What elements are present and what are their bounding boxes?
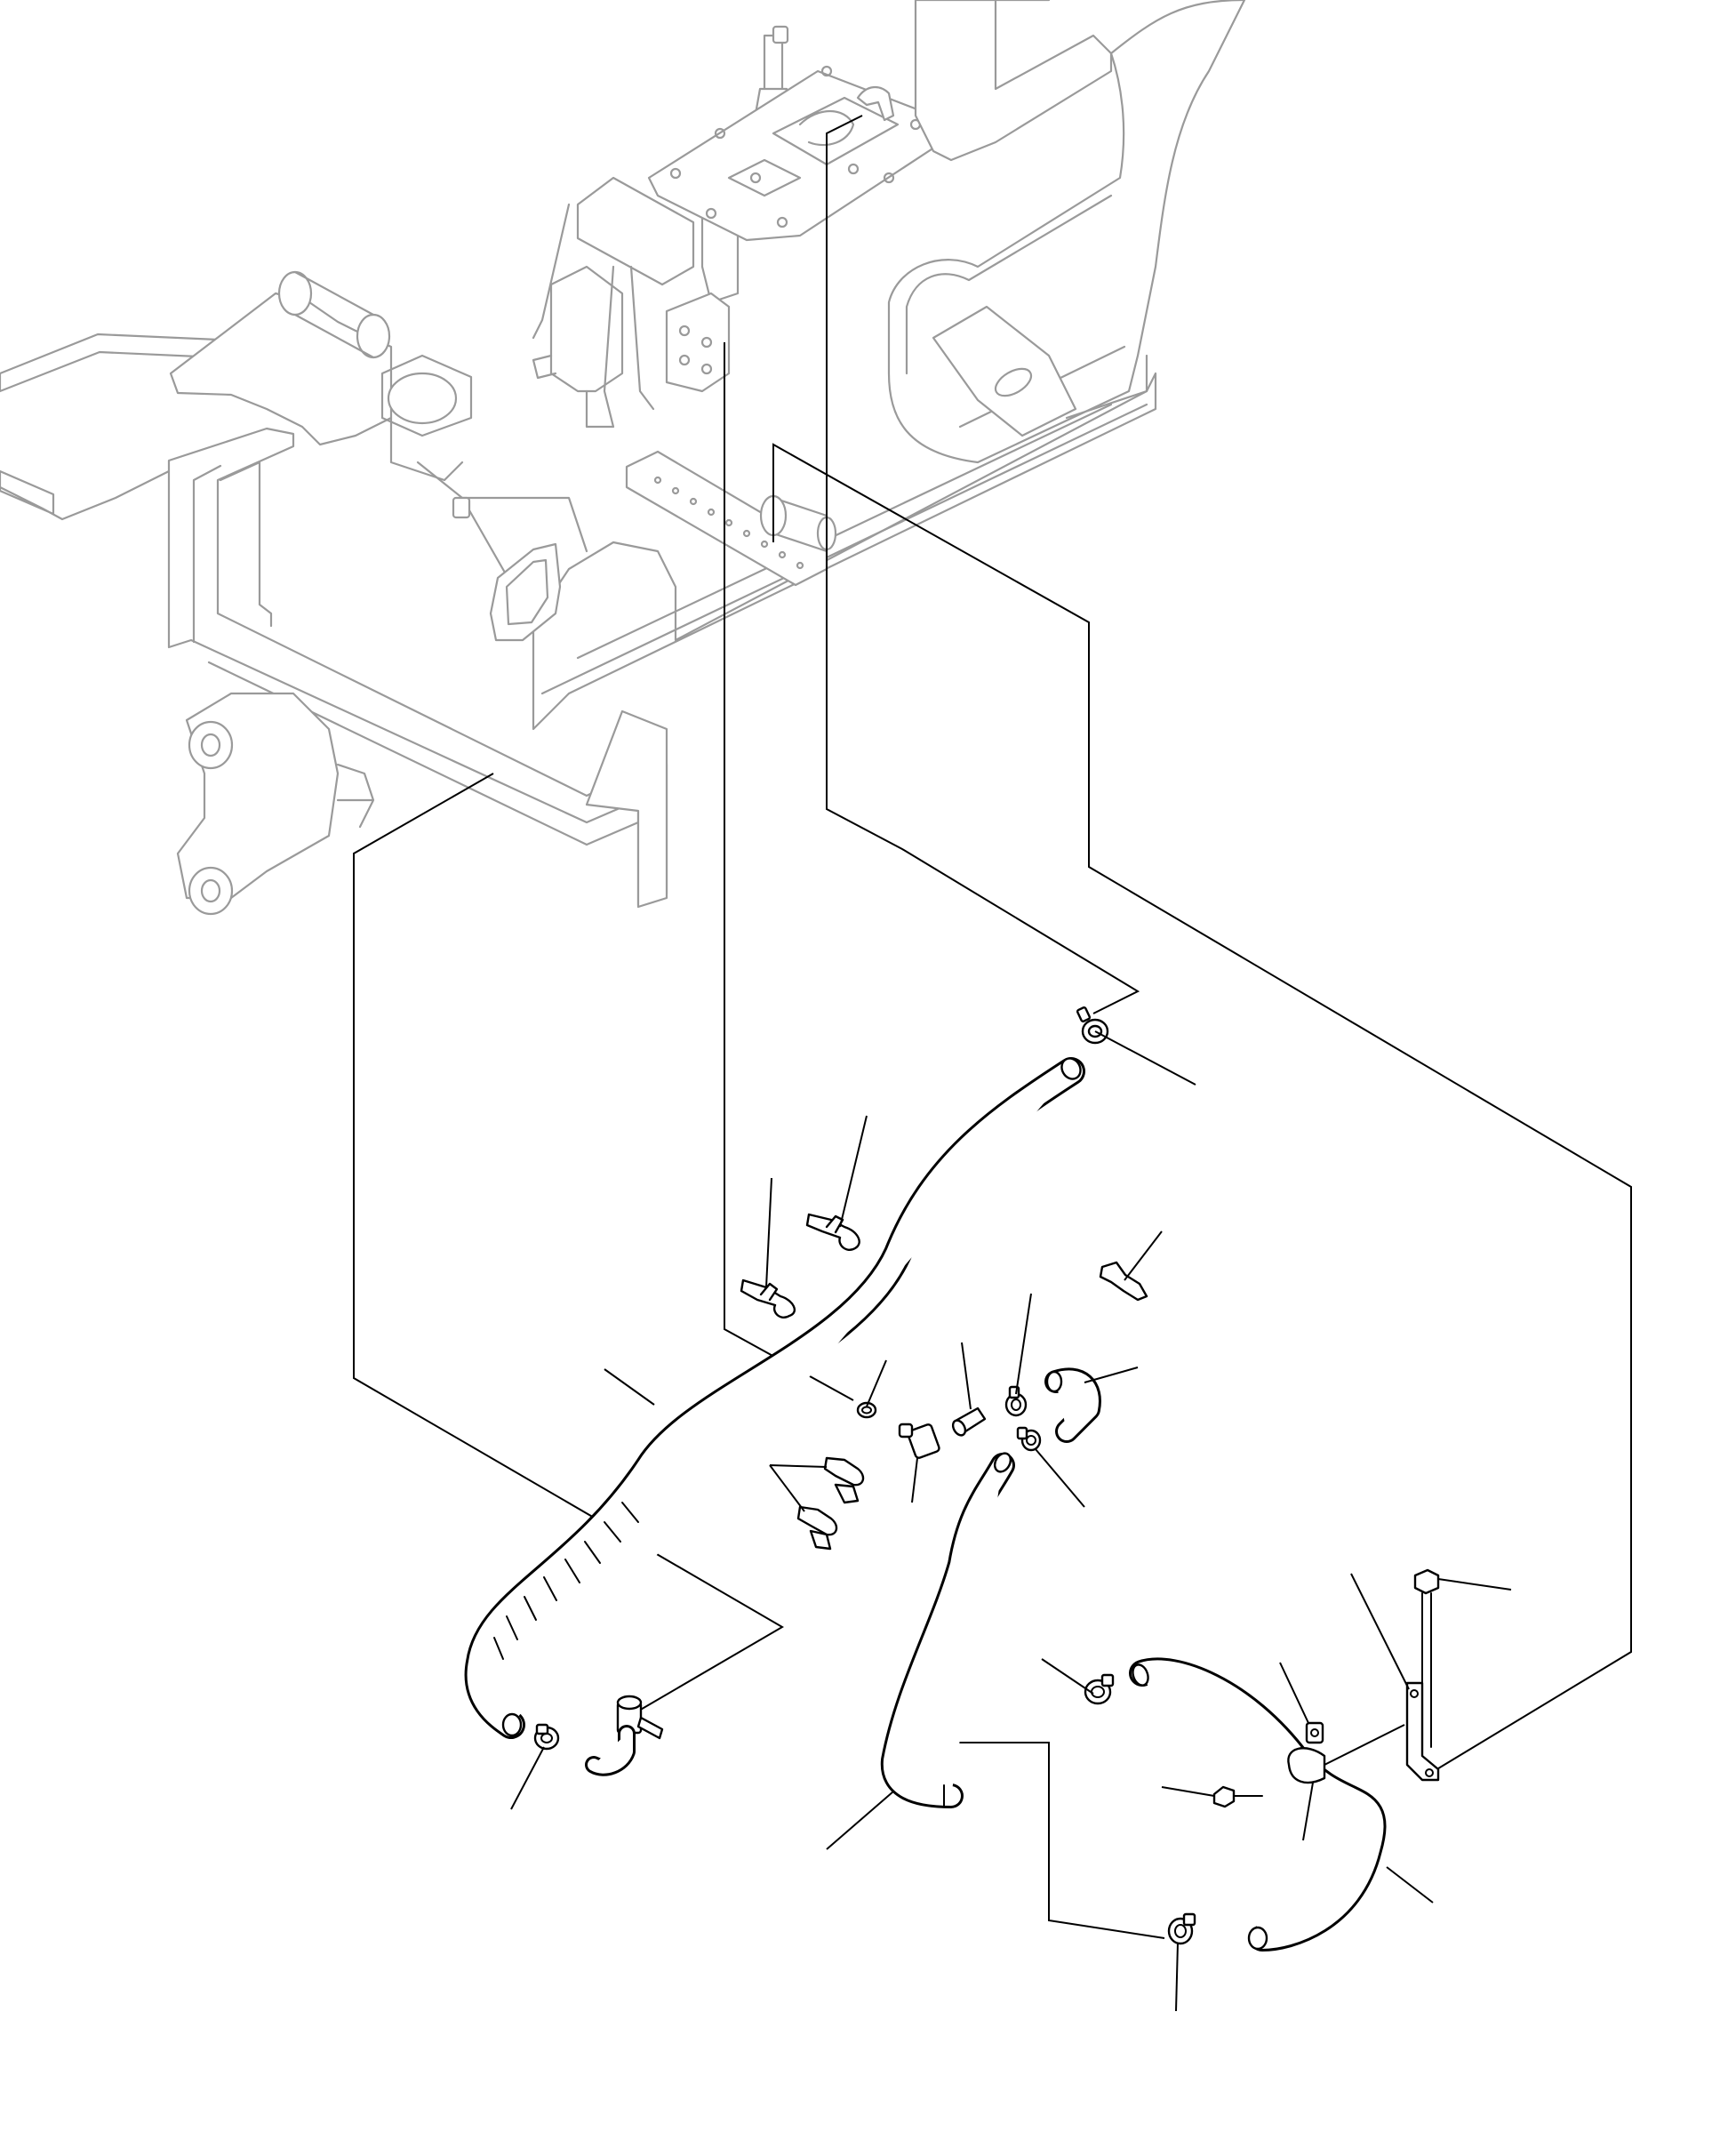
main-heater-hose <box>464 1057 1085 1739</box>
hose-end <box>501 1712 523 1737</box>
hose-clamp <box>1084 1673 1115 1705</box>
valve-block-ports <box>678 325 713 375</box>
rear-frame <box>914 0 1113 162</box>
hose-clamp <box>1167 1912 1196 1945</box>
axle-mount-hole <box>200 733 221 757</box>
elbow-hose <box>1044 1367 1101 1443</box>
axle-mount-link <box>336 763 375 829</box>
pedal-bracket <box>576 176 695 286</box>
transmission-cover-detail <box>727 96 900 197</box>
callout-leader <box>510 1746 545 1810</box>
frame-boss <box>452 496 471 519</box>
hose-clamp <box>533 1723 560 1751</box>
leader-line <box>724 342 854 1401</box>
transmission-cover <box>647 69 944 242</box>
rear-bracket <box>932 305 1077 437</box>
callout-leader <box>1084 1367 1139 1383</box>
leader-line <box>353 773 784 1721</box>
rear-frame-rail <box>994 0 1148 420</box>
flange-bolt <box>1413 1568 1440 1748</box>
hose-end <box>1132 1663 1149 1687</box>
clip-upper <box>805 1213 860 1251</box>
o-ring <box>856 1401 877 1419</box>
callout-leader <box>604 1368 655 1406</box>
axle-mount-hole <box>200 878 221 903</box>
valve-fitting <box>585 1695 664 1776</box>
hose-nipple <box>951 1407 987 1437</box>
callout-leader <box>1041 1658 1094 1695</box>
callout-leader <box>1350 1573 1410 1690</box>
center-frame <box>532 372 1157 731</box>
callout-leader <box>839 1115 868 1228</box>
twin-clip <box>823 1456 865 1504</box>
hose-end <box>1247 1926 1268 1951</box>
hose-clamp <box>1076 1006 1109 1045</box>
steering-column-cap <box>772 25 789 44</box>
front-frame-inner <box>192 461 640 846</box>
leader-line <box>950 1734 1165 1939</box>
leader-line <box>772 443 1632 1779</box>
callout-leader <box>765 1177 772 1288</box>
bolt-strip-holes <box>653 476 804 570</box>
callout-leader <box>769 1464 828 1512</box>
callout-leader <box>1302 1782 1314 1841</box>
hose-end <box>993 1452 1012 1473</box>
callout-leader <box>1279 1662 1309 1724</box>
clip-right <box>1099 1261 1148 1302</box>
frame-window-inner <box>505 558 549 626</box>
callout-leader <box>1035 1448 1085 1508</box>
callout-leader <box>1094 1030 1196 1086</box>
leader-line <box>826 115 1140 1014</box>
hex-bolt <box>1212 1785 1263 1808</box>
pedal-bracket-lower <box>549 265 624 393</box>
small-clamp <box>1004 1385 1028 1417</box>
callout-leaders <box>510 1030 1512 2012</box>
valve-block <box>665 292 731 393</box>
callout-leader <box>1386 1866 1434 1904</box>
leader-line <box>1315 1724 1405 1770</box>
callout-leader <box>826 1791 894 1850</box>
callout-leader <box>1437 1578 1512 1591</box>
callout-leader <box>1175 1942 1179 2012</box>
front-end-plate <box>585 709 668 909</box>
hose-end <box>1060 1057 1082 1080</box>
hose-support-bracket <box>1287 1721 1326 1784</box>
axle-mount-hole <box>188 720 234 770</box>
hinge-bracket <box>169 292 393 446</box>
cylinder-mount <box>380 354 473 482</box>
hose-spiral-wrap <box>493 1502 639 1660</box>
rear-bracket-slot <box>994 367 1033 397</box>
hinge-pin <box>293 270 375 359</box>
callout-leader <box>1015 1293 1032 1395</box>
axle-mount-hole <box>188 866 234 916</box>
steering-cylinder-bore <box>387 372 458 425</box>
callout-leader <box>961 1342 972 1410</box>
small-clamp <box>1016 1426 1042 1452</box>
return-hose <box>880 1452 1015 1808</box>
callout-leader <box>866 1359 887 1407</box>
callout-leader <box>1124 1230 1163 1281</box>
cover-bolts <box>669 65 922 228</box>
u-shaped-hose <box>1129 1657 1387 1952</box>
clip-left <box>740 1278 796 1318</box>
pedal-arm <box>532 203 655 429</box>
elbow-connector <box>898 1423 940 1459</box>
machine-frame-assembly <box>0 0 1246 916</box>
center-frame-edge <box>416 403 1148 695</box>
twin-clip <box>796 1505 838 1551</box>
callout-leader <box>1161 1786 1215 1797</box>
callout-leader <box>911 1457 918 1503</box>
cover-elbow <box>856 86 895 122</box>
